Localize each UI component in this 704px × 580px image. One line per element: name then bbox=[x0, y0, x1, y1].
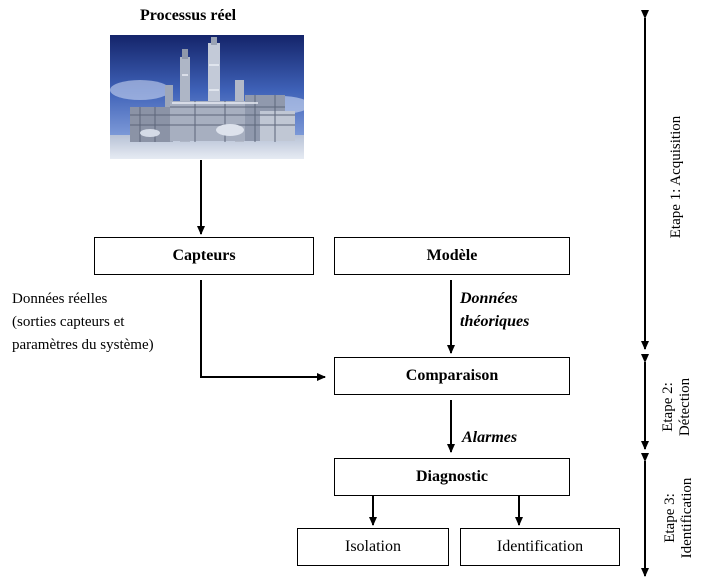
donnees-theoriques-line1: Données bbox=[460, 290, 518, 307]
donnees-reelles-line1: Données réelles bbox=[12, 291, 108, 307]
stage2-text-line2: Détection bbox=[677, 377, 693, 437]
stage3-text-line1: Etape 3: bbox=[662, 493, 678, 543]
donnees-theoriques-line2: théoriques bbox=[460, 313, 530, 330]
stage1-text: Etape 1: Acquisition bbox=[668, 115, 684, 239]
donnees-reelles-line2: (sorties capteurs et bbox=[12, 314, 125, 330]
capteurs-box: Capteurs bbox=[94, 237, 314, 275]
donnees-reelles-line3: paramètres du système) bbox=[12, 337, 154, 353]
stage2-text-line1: Etape 2: bbox=[660, 382, 676, 432]
modele-box: Modèle bbox=[334, 237, 570, 275]
process-title: Processus réel bbox=[140, 7, 237, 24]
industrial-plant-photo bbox=[110, 35, 304, 159]
identification-box: Identification bbox=[460, 528, 620, 566]
stage3-label: Etape 3: Identification bbox=[662, 468, 698, 568]
isolation-box: Isolation bbox=[297, 528, 449, 566]
stage1-label: Etape 1: Acquisition bbox=[668, 77, 688, 277]
alarmes-label: Alarmes bbox=[462, 429, 518, 446]
stage3-text-line2: Identification bbox=[679, 477, 695, 559]
stage2-label: Etape 2: Détection bbox=[660, 367, 696, 447]
comparaison-box: Comparaison bbox=[334, 357, 570, 395]
diagnostic-box: Diagnostic bbox=[334, 458, 570, 496]
arrow-capteurs-to-comparaison bbox=[200, 280, 326, 381]
